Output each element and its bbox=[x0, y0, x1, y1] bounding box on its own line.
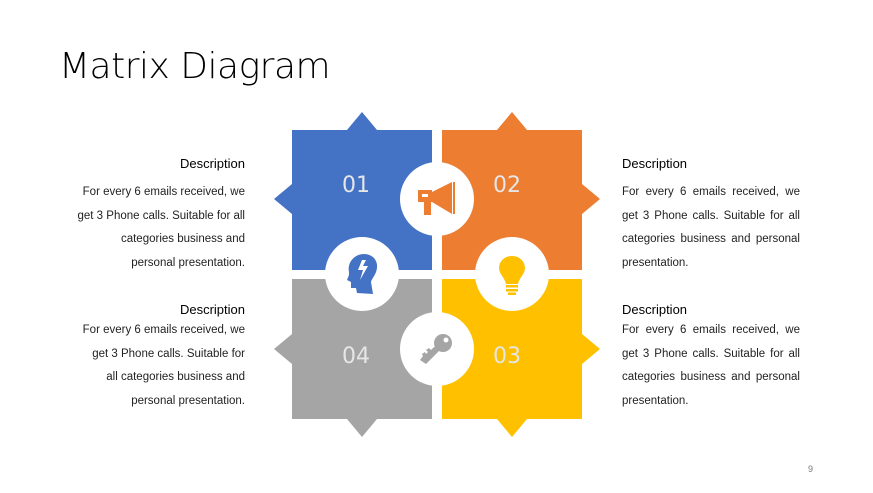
description-line: personal presentation. bbox=[131, 394, 245, 407]
lightbulb-icon bbox=[499, 256, 525, 295]
description-line: For every 6 emails received, we bbox=[82, 186, 245, 198]
description-line: categories business and personal bbox=[622, 233, 800, 245]
block-04: 04 bbox=[274, 279, 432, 437]
description-line: categories business and bbox=[120, 233, 245, 245]
description-line: get 3 Phone calls. Suitable for all bbox=[622, 209, 800, 222]
description-heading: Description bbox=[622, 302, 688, 317]
description-line: For every 6 emails received, we bbox=[622, 324, 800, 336]
block-number-03: 03 bbox=[493, 344, 521, 369]
description-top-left: Description For every 6 emails received,… bbox=[65, 156, 246, 275]
key-icon bbox=[420, 334, 452, 364]
description-line: get 3 Phone calls. Suitable for all bbox=[622, 347, 800, 360]
brain-head-icon bbox=[347, 254, 378, 294]
description-line: presentation. bbox=[622, 256, 689, 269]
description-line: all categories business and bbox=[106, 371, 245, 383]
description-heading: Description bbox=[179, 156, 245, 171]
description-line: personal presentation. bbox=[131, 256, 245, 269]
block-number-04: 04 bbox=[342, 344, 370, 369]
description-line: For every 6 emails received, we bbox=[622, 186, 800, 198]
description-line: categories business and personal bbox=[622, 371, 800, 383]
page-title: Matrix Diagram bbox=[59, 46, 331, 87]
block-02: 02 bbox=[442, 112, 600, 270]
description-line: get 3 Phone calls. Suitable for bbox=[92, 347, 245, 360]
description-line: get 3 Phone calls. Suitable for all bbox=[77, 209, 246, 222]
block-03: 03 bbox=[442, 279, 600, 437]
description-line: For every 6 emails received, we bbox=[82, 324, 245, 336]
block-number-01: 01 bbox=[342, 173, 370, 198]
description-bottom-left: Description For every 6 emails received,… bbox=[65, 302, 245, 413]
description-heading: Description bbox=[622, 156, 688, 171]
block-01: 01 bbox=[274, 112, 432, 270]
description-top-right: Description For every 6 emails received,… bbox=[622, 156, 800, 275]
block-number-02: 02 bbox=[493, 173, 521, 198]
megaphone-icon bbox=[418, 182, 455, 215]
page-number: 9 bbox=[808, 464, 814, 474]
description-line: presentation. bbox=[622, 394, 689, 407]
description-heading: Description bbox=[179, 302, 245, 317]
description-bottom-right: Description For every 6 emails received,… bbox=[622, 302, 800, 413]
